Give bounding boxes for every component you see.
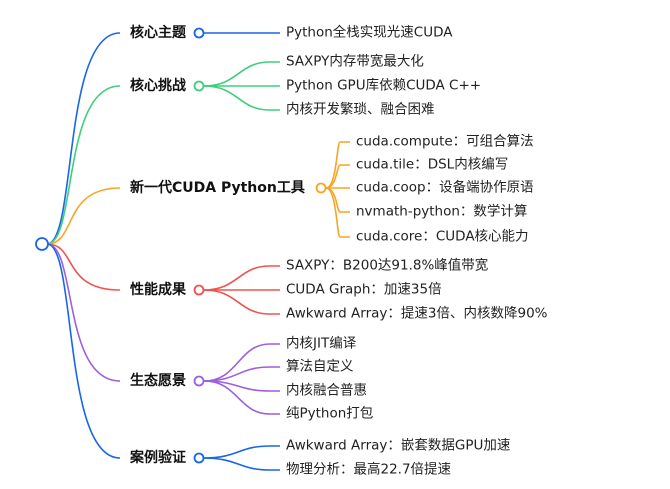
branch-edge-3 [46,243,121,291]
branch-label[interactable]: 新一代CUDA Python工具 [130,180,305,196]
leaf-label[interactable]: 物理分析：最高22.7倍提速 [286,461,452,478]
leaf-edge-1-0 [203,61,280,87]
branch-edge-1 [46,85,121,245]
leaf-edge-3-2 [203,289,280,315]
leaf-label[interactable]: Python全栈实现光速CUDA [286,24,453,41]
branch-edge-4 [46,243,121,382]
branch-label[interactable]: 性能成果 [130,282,186,298]
branch-edge-0 [46,32,121,245]
branch-node-circle[interactable] [193,375,205,387]
branch-node-circle[interactable] [193,80,205,92]
branch-node-circle[interactable] [193,27,205,39]
leaf-label[interactable]: Awkward Array：嵌套数据GPU加速 [286,437,511,454]
branch-label[interactable]: 生态愿景 [130,373,186,389]
leaf-edge-5-1 [203,457,280,471]
branch-node-circle[interactable] [193,284,205,296]
leaf-edge-2-0 [325,141,350,189]
leaf-edge-4-3 [203,380,280,415]
branch-label[interactable]: 核心挑战 [130,78,186,94]
branch-edge-5 [46,243,121,459]
leaf-label[interactable]: SAXPY：B200达91.8%峰值带宽 [286,257,489,274]
branch-label[interactable]: 案例验证 [130,450,186,466]
leaf-label[interactable]: 内核JIT编译 [286,335,357,352]
leaf-edge-3-0 [203,265,280,291]
leaf-edge-2-4 [325,187,350,238]
leaf-label[interactable]: 内核融合普惠 [286,382,367,399]
leaf-label[interactable]: cuda.tile：DSL内核编写 [356,156,509,173]
leaf-edge-4-1 [203,366,280,382]
branch-node-circle[interactable] [193,452,205,464]
leaf-edge-2-3 [325,187,350,213]
leaf-label[interactable]: cuda.coop：设备端协作原语 [356,179,534,196]
branch-node-circle[interactable] [315,182,327,194]
leaf-edge-1-2 [203,85,280,111]
leaf-label[interactable]: 算法自定义 [286,358,354,375]
leaf-label[interactable]: nvmath-python：数学计算 [356,203,528,220]
branch-label[interactable]: 核心主题 [130,25,186,41]
leaf-label[interactable]: SAXPY内存带宽最大化 [286,53,424,70]
leaf-label[interactable]: Awkward Array：提速3倍、内核数降90% [286,305,548,322]
branch-edge-2 [46,187,121,245]
leaf-edge-5-0 [203,445,280,459]
leaf-label[interactable]: 内核开发繁琐、融合困难 [286,101,435,118]
leaf-edge-2-1 [325,164,350,189]
leaf-label[interactable]: cuda.core：CUDA核心能力 [356,228,529,245]
leaf-label[interactable]: CUDA Graph：加速35倍 [286,281,442,298]
leaf-label[interactable]: Python GPU库依赖CUDA C++ [286,77,482,94]
leaf-label[interactable]: 纯Python打包 [286,405,374,422]
leaf-label[interactable]: cuda.compute：可组合算法 [356,133,534,150]
root-node-circle[interactable] [35,237,49,251]
leaf-edge-4-0 [203,343,280,382]
